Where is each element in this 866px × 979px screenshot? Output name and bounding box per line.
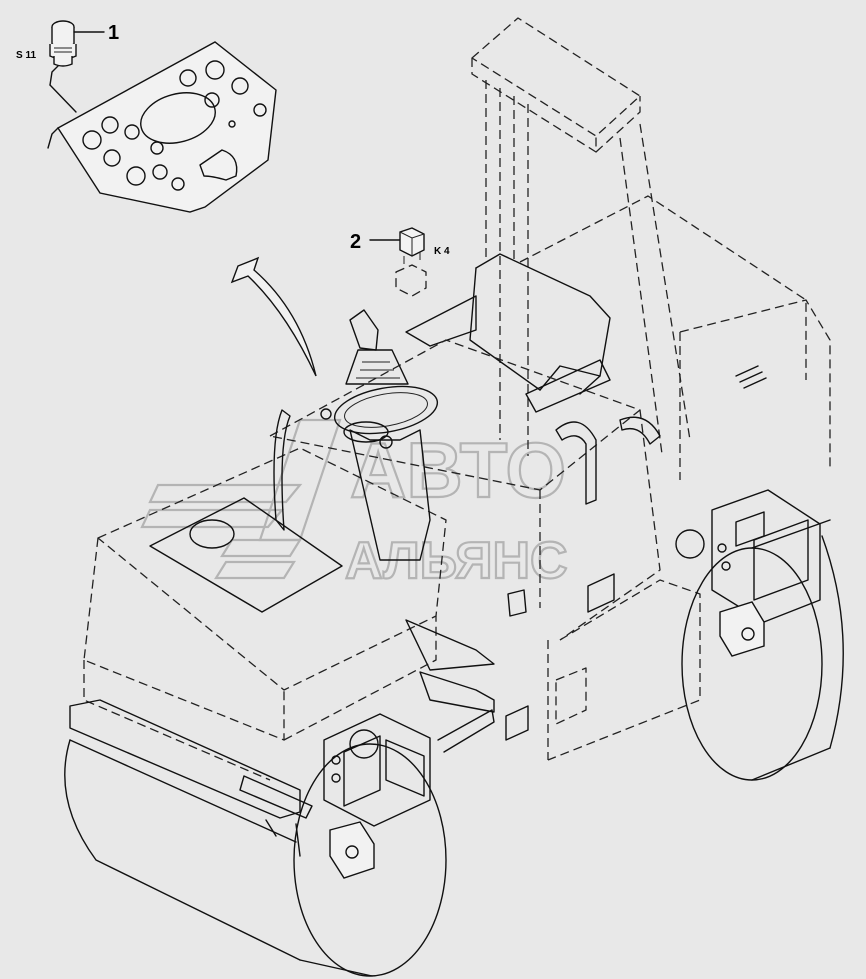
callout-2-code: K 4: [434, 246, 450, 257]
part-2-relay: [369, 227, 427, 297]
watermark-logo: АВТО АЛЬЯНС: [140, 418, 569, 591]
location-arrow-icon: [230, 256, 317, 377]
watermark-emblem-icon: [140, 418, 342, 580]
callout-1-code: S 11: [16, 50, 36, 61]
callout-2-number: 2: [350, 231, 361, 253]
part-1-switch: [49, 20, 105, 113]
watermark-line-2: АЛЬЯНС: [345, 532, 568, 590]
dashboard-panel-plate: [47, 41, 277, 213]
roller-machine-outline: [64, 17, 844, 977]
callout-1-number: 1: [108, 22, 119, 44]
